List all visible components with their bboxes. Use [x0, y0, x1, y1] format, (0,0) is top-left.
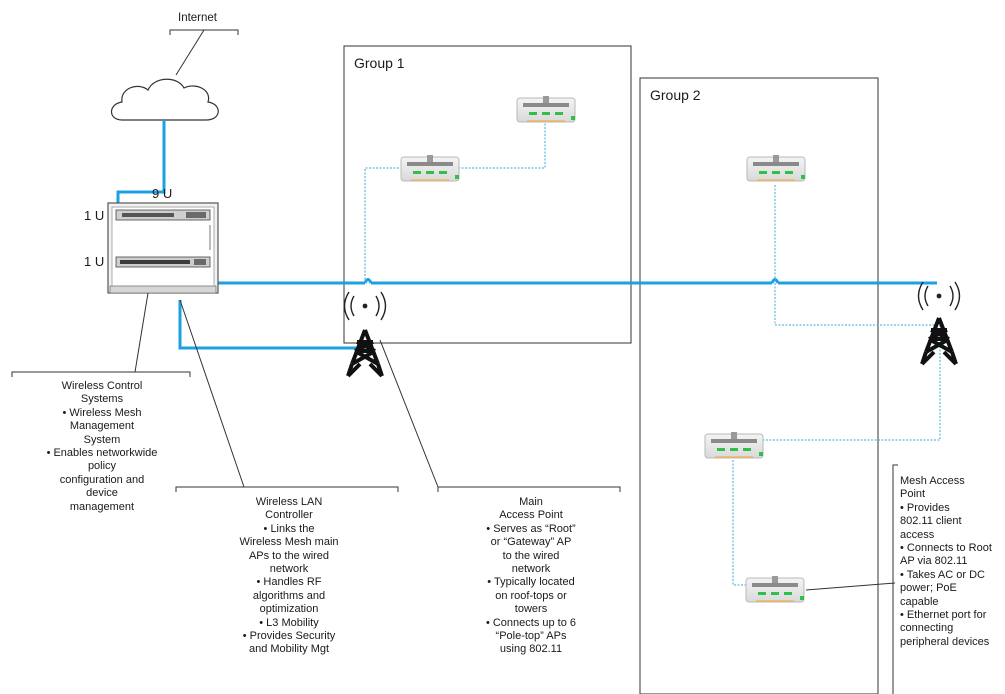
note-line: • Wireless Mesh — [18, 407, 186, 420]
note-line: device — [18, 487, 186, 500]
note-line: • Typically located — [448, 576, 614, 589]
note-line: to the wired — [448, 550, 614, 563]
internet-leader — [176, 30, 204, 75]
note-line: • L3 Mobility — [196, 617, 382, 630]
note-line: System — [18, 434, 186, 447]
mesh-access-point-icon — [705, 432, 763, 458]
wired-links — [118, 120, 937, 348]
note-line: access — [900, 529, 1004, 542]
note-line: Wireless Control — [18, 380, 186, 393]
rack-unit-label: 1 U — [84, 254, 104, 269]
mesh-access-point-icon — [747, 155, 805, 181]
note-line: Wireless Mesh main — [196, 536, 382, 549]
internet-label: Internet — [178, 12, 218, 24]
note-line: network — [196, 563, 382, 576]
note-line: Management — [18, 420, 186, 433]
note-line: configuration and — [18, 474, 186, 487]
note-line: optimization — [196, 603, 382, 616]
note-line: • Provides Security — [196, 630, 382, 643]
rack-size-label: 9 U — [152, 186, 172, 201]
mesh-access-point-icon — [401, 155, 459, 181]
note-line: capable — [900, 596, 1004, 609]
mesh-access-point-note: Mesh Access Point • Provides 802.11 clie… — [900, 475, 1004, 649]
note-line: • Enables networkwide — [18, 447, 186, 460]
note-line: Main — [448, 496, 614, 509]
note-line: and Mobility Mgt — [196, 643, 382, 656]
main-access-point-note: Main Access Point • Serves as “Root” or … — [448, 496, 614, 657]
radio-tower-icon — [345, 292, 386, 376]
controller-link — [180, 300, 365, 348]
group1-label: Group 1 — [354, 55, 405, 71]
cloud-icon — [112, 79, 219, 120]
note-line: Access Point — [448, 509, 614, 522]
note-line: • Links the — [196, 523, 382, 536]
note-line: connecting — [900, 622, 1004, 635]
radio-tower-icon — [919, 282, 960, 364]
wireless-control-systems-note: Wireless Control Systems • Wireless Mesh… — [18, 380, 186, 514]
wireless-lan-controller-note: Wireless LAN Controller • Links the Wire… — [196, 496, 382, 657]
note-line: 802.11 client — [900, 515, 1004, 528]
note-line: APs to the wired — [196, 550, 382, 563]
note-line: • Serves as “Root” — [448, 523, 614, 536]
note-line: on roof-tops or — [448, 590, 614, 603]
note-line: peripheral devices — [900, 636, 1004, 649]
note-line: algorithms and — [196, 590, 382, 603]
note-line: power; PoE — [900, 582, 1004, 595]
group1-box — [344, 46, 631, 343]
note-line: policy — [18, 460, 186, 473]
note-line: Mesh Access — [900, 475, 1004, 488]
note-line: Systems — [18, 393, 186, 406]
note-line: Controller — [196, 509, 382, 522]
group2-label: Group 2 — [650, 87, 701, 103]
note-line: Point — [900, 488, 1004, 501]
note-line: using 802.11 — [448, 643, 614, 656]
mesh-access-point-icon — [517, 96, 575, 122]
note-line: • Handles RF — [196, 576, 382, 589]
note-line: • Connects up to 6 — [448, 617, 614, 630]
mesh-access-point-icon — [746, 576, 804, 602]
rack-unit-label: 1 U — [84, 208, 104, 223]
note-line: management — [18, 501, 186, 514]
note-line: • Ethernet port for — [900, 609, 1004, 622]
note-line: Wireless LAN — [196, 496, 382, 509]
note-line: “Pole-top” APs — [448, 630, 614, 643]
server-rack-icon — [108, 203, 218, 293]
note-line: • Takes AC or DC — [900, 569, 1004, 582]
note-line: • Provides — [900, 502, 1004, 515]
note-line: network — [448, 563, 614, 576]
note-line: or “Gateway” AP — [448, 536, 614, 549]
note-line: • Connects to Root — [900, 542, 1004, 555]
note-line: towers — [448, 603, 614, 616]
note-line: AP via 802.11 — [900, 555, 1004, 568]
